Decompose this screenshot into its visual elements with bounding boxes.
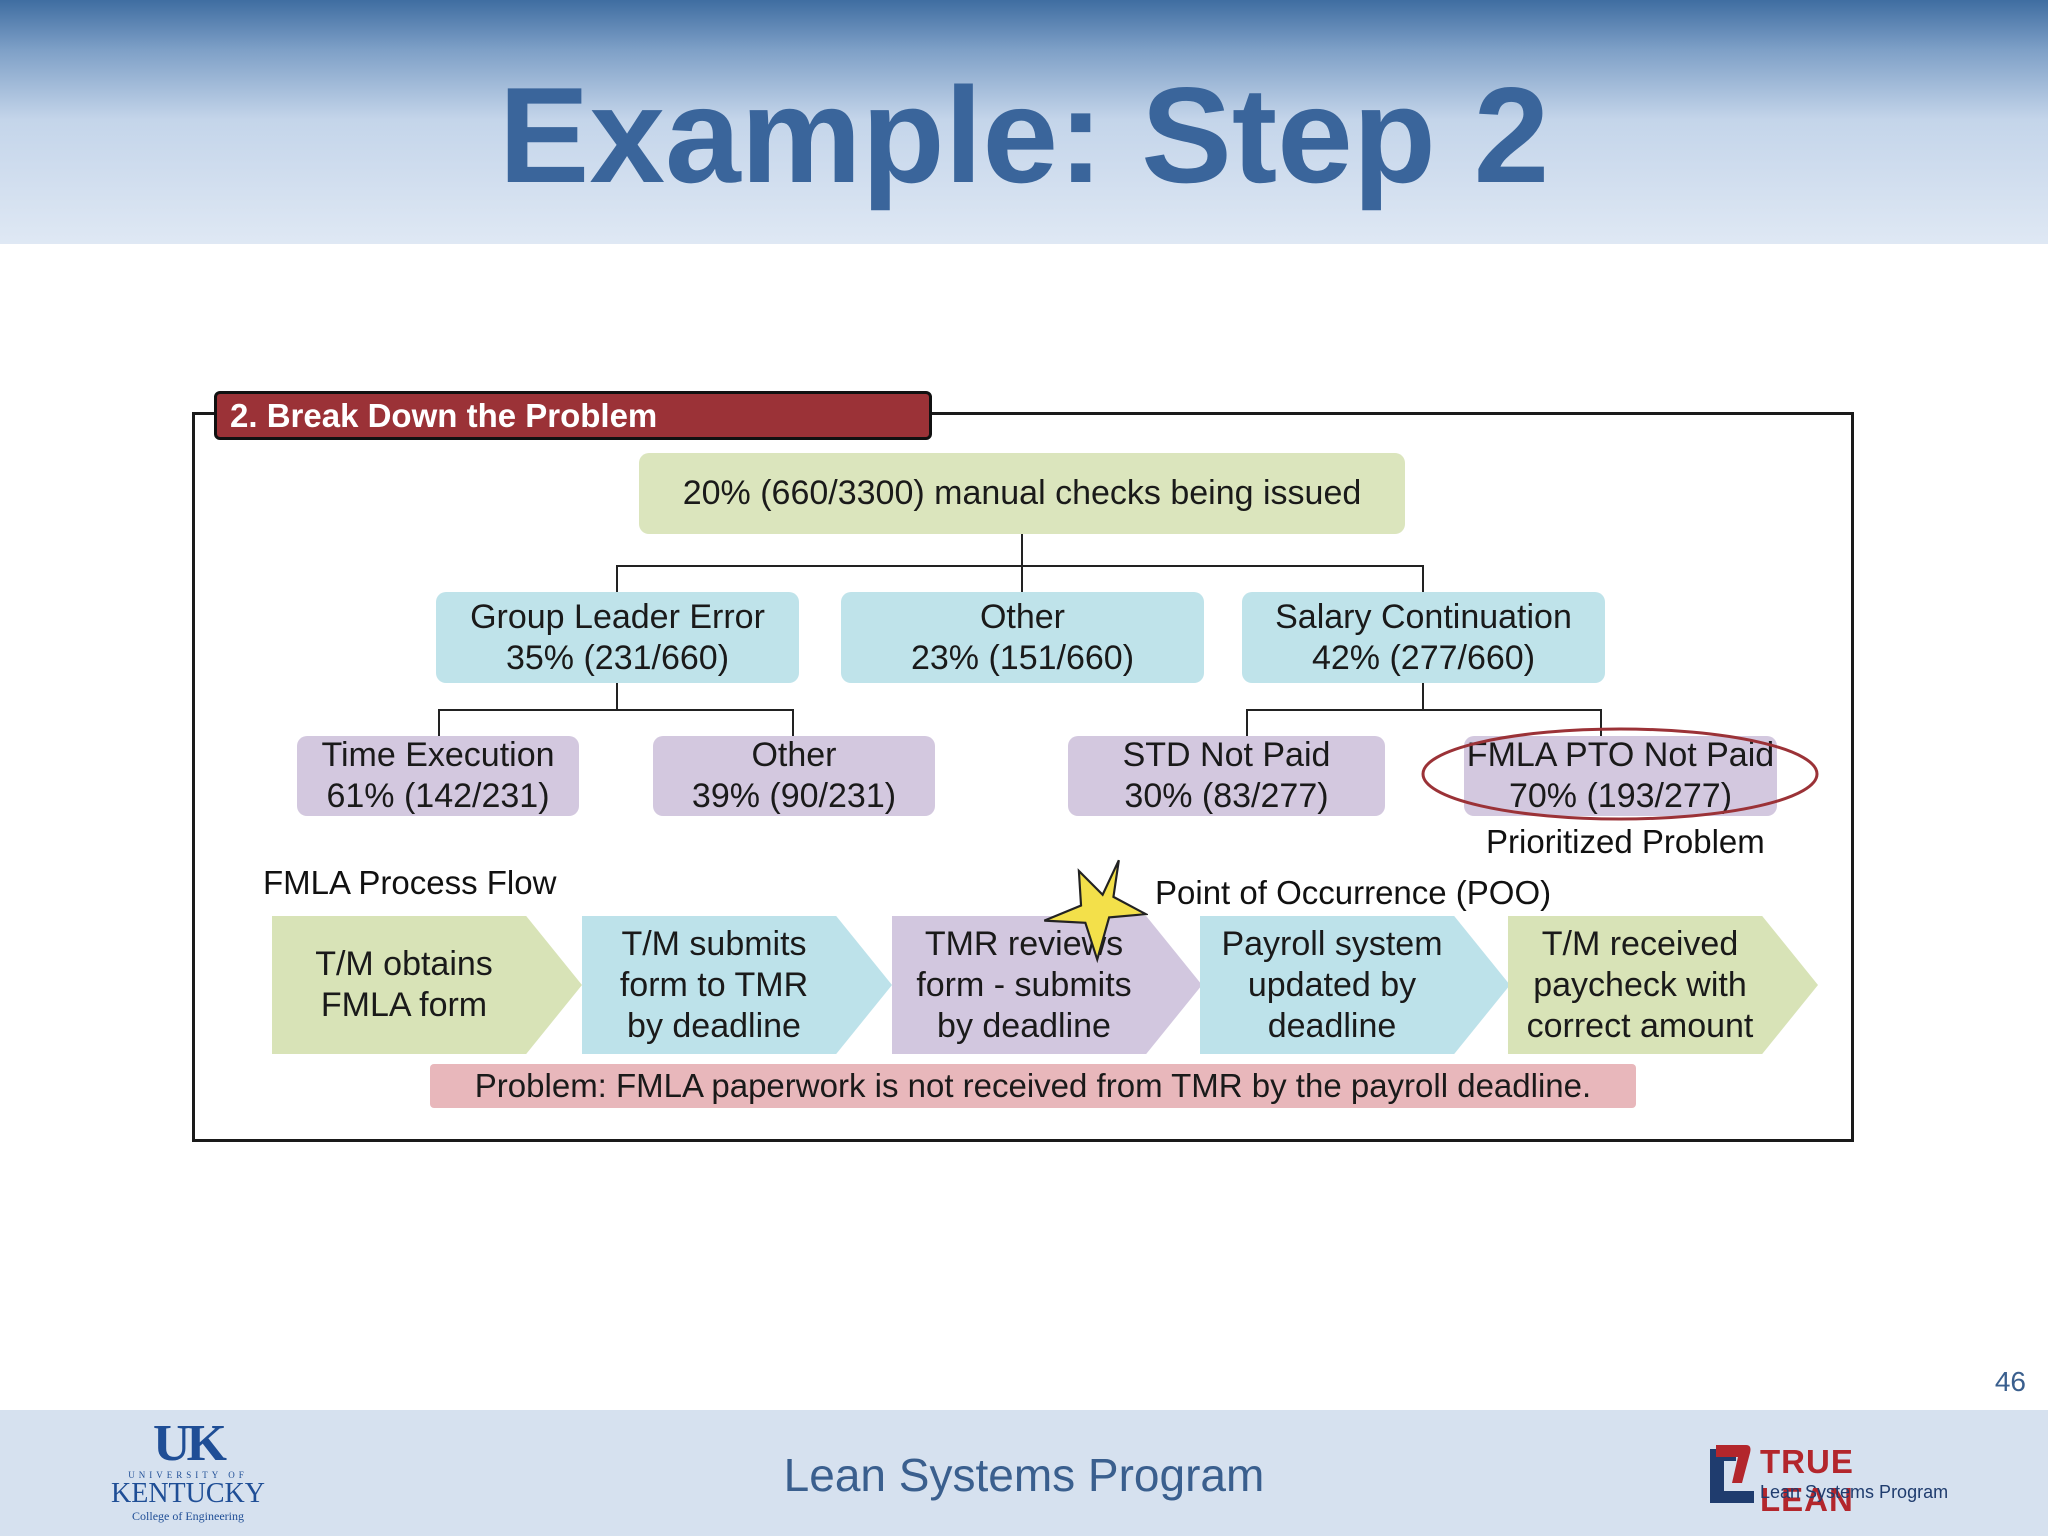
connector	[1246, 709, 1602, 711]
step-line: by deadline	[937, 1006, 1111, 1045]
step-line: correct amount	[1526, 1006, 1754, 1045]
uk-logo-small-text: UNIVERSITY OF	[128, 1470, 248, 1480]
subcategory-value: 61% (142/231)	[326, 777, 550, 815]
slide-title: Example: Step 2	[498, 59, 1550, 211]
step-line: deadline	[1267, 1006, 1397, 1045]
step-line: T/M submits	[621, 924, 807, 963]
connector	[438, 709, 794, 711]
step-line: Payroll system	[1221, 924, 1443, 963]
subcategory-name: FMLA PTO Not Paid	[1466, 736, 1775, 774]
process-step-3: TMR reviews form - submits by deadline	[892, 916, 1202, 1054]
connector	[1021, 532, 1023, 566]
connector	[1246, 709, 1248, 737]
true-lean-subtitle: Lean Systems Program	[1760, 1482, 1949, 1502]
true-lean-title: TRUE LEAN	[1760, 1443, 1854, 1518]
connector	[616, 565, 618, 593]
category-name: Other	[979, 597, 1066, 636]
connector	[1021, 565, 1023, 593]
step-line: T/M obtains	[315, 945, 493, 983]
uk-logo: UK UNIVERSITY OF KENTUCKY College of Eng…	[108, 1415, 268, 1524]
page-number: 46	[1994, 1366, 2026, 1397]
step-line: form to TMR	[619, 965, 809, 1004]
category-name: Salary Continuation	[1275, 597, 1572, 636]
root-problem-box: 20% (660/3300) manual checks being issue…	[639, 453, 1405, 534]
slide-header	[0, 0, 2048, 244]
connector	[1422, 682, 1424, 710]
uk-logo-subtitle: College of Engineering	[132, 1509, 244, 1523]
step-line: FMLA form	[320, 986, 488, 1024]
process-flow-label: FMLA Process Flow	[263, 864, 557, 901]
process-step-1: T/M obtains FMLA form	[272, 916, 582, 1054]
section-tag: 2. Break Down the Problem	[214, 391, 932, 440]
category-name: Group Leader Error	[470, 597, 765, 636]
step-line: by deadline	[627, 1006, 801, 1045]
subcategory-value: 39% (90/231)	[691, 777, 897, 815]
footer-program-name: Lean Systems Program	[783, 1449, 1265, 1501]
process-step-2: T/M submits form to TMR by deadline	[582, 916, 892, 1054]
subcategory-box-std-not-paid: STD Not Paid 30% (83/277)	[1068, 736, 1385, 816]
subcategory-value: 70% (193/277)	[1508, 777, 1733, 815]
step-line: paycheck with	[1533, 965, 1747, 1004]
category-box-other: Other 23% (151/660)	[841, 592, 1204, 683]
uk-logo-mark: UK	[153, 1415, 227, 1472]
priority-highlight-ellipse	[1421, 727, 1819, 821]
category-box-salary-continuation: Salary Continuation 42% (277/660)	[1242, 592, 1605, 683]
step-line: form - submits	[916, 965, 1132, 1004]
subcategory-box-fmla-pto-not-paid: FMLA PTO Not Paid 70% (193/277)	[1464, 736, 1777, 816]
subcategory-value: 30% (83/277)	[1124, 777, 1329, 815]
connector	[1422, 565, 1424, 593]
subcategory-name: STD Not Paid	[1122, 736, 1331, 774]
connector	[616, 682, 618, 710]
subcategory-name: Other	[751, 736, 837, 774]
slide-footer	[0, 1410, 2048, 1536]
process-step-5: T/M received paycheck with correct amoun…	[1508, 916, 1818, 1054]
root-problem-text: 20% (660/3300) manual checks being issue…	[682, 474, 1362, 512]
category-value: 42% (277/660)	[1311, 638, 1536, 677]
connector	[1600, 709, 1602, 737]
connector	[792, 709, 794, 737]
category-value: 35% (231/660)	[505, 638, 730, 677]
connector	[438, 709, 440, 737]
category-box-group-leader-error: Group Leader Error 35% (231/660)	[436, 592, 799, 683]
diagram-frame	[192, 412, 1854, 1142]
true-lean-mark-icon	[1710, 1445, 1754, 1503]
process-step-4: Payroll system updated by deadline	[1200, 916, 1510, 1054]
prioritized-problem-label: Prioritized Problem	[1486, 823, 1765, 860]
step-line: T/M received	[1541, 924, 1739, 963]
subcategory-box-other: Other 39% (90/231)	[653, 736, 935, 816]
connector	[616, 565, 1424, 567]
subcategory-name: Time Execution	[321, 736, 555, 774]
category-value: 23% (151/660)	[910, 638, 1135, 677]
poo-label: Point of Occurrence (POO)	[1155, 874, 1552, 911]
problem-statement: Problem: FMLA paperwork is not received …	[430, 1064, 1636, 1108]
subcategory-box-time-execution: Time Execution 61% (142/231)	[297, 736, 579, 816]
star-icon	[1043, 859, 1148, 964]
true-lean-logo: TRUE LEAN Lean Systems Program	[1706, 1443, 1956, 1518]
step-line: updated by	[1247, 965, 1417, 1004]
uk-logo-name: KENTUCKY	[111, 1478, 265, 1509]
